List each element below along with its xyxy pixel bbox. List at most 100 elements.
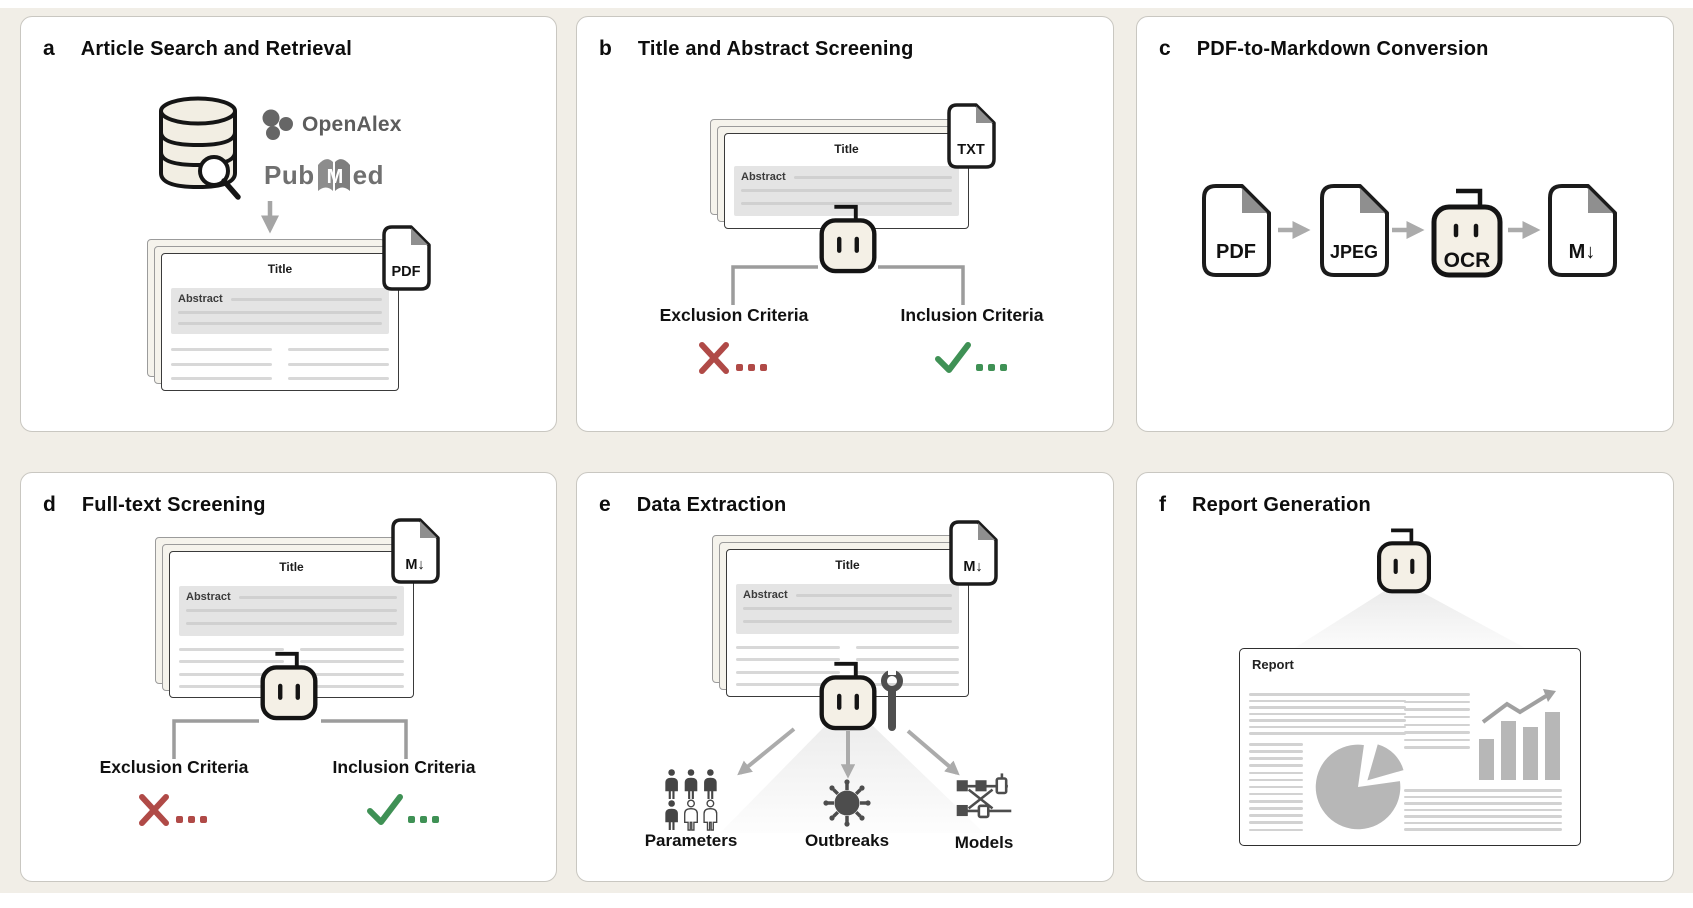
text-line bbox=[171, 377, 272, 380]
branch-bracket-lines bbox=[731, 265, 965, 305]
target-label-outbreaks: Outbreaks bbox=[804, 831, 890, 850]
document-title: Title bbox=[835, 558, 860, 572]
text-line bbox=[1249, 814, 1303, 817]
pubmed-logo: Pub M ed bbox=[264, 153, 384, 197]
report-label: Report bbox=[1252, 657, 1294, 672]
step-label: JPEG bbox=[1330, 242, 1378, 262]
panel-title: Article Search and Retrieval bbox=[80, 38, 352, 60]
text-line bbox=[1404, 723, 1470, 727]
text-column bbox=[288, 348, 389, 380]
text-line bbox=[1249, 743, 1303, 746]
text-line bbox=[186, 622, 397, 625]
panel-title: Data Extraction bbox=[636, 494, 787, 516]
text-line bbox=[1404, 808, 1562, 812]
abstract-label: Abstract bbox=[186, 591, 231, 603]
panel-pdf-to-markdown: c PDF-to-Markdown Conversion PDF JPEG OC… bbox=[1136, 16, 1674, 432]
text-line bbox=[179, 648, 284, 651]
text-line bbox=[1249, 778, 1303, 782]
text-column bbox=[179, 648, 284, 688]
abstract-lines bbox=[743, 607, 952, 623]
exclusion-mark bbox=[49, 791, 299, 827]
panel-title: PDF-to-Markdown Conversion bbox=[1196, 38, 1489, 60]
document-card: Title Abstract bbox=[726, 549, 969, 697]
body-columns bbox=[179, 648, 404, 688]
panel-title-abstract-screening: b Title and Abstract Screening Title Abs… bbox=[576, 16, 1114, 432]
branch-bracket-lines bbox=[172, 719, 408, 759]
report-text-lines bbox=[1404, 789, 1562, 831]
population-icon bbox=[665, 769, 718, 831]
text-column bbox=[299, 648, 404, 688]
text-line bbox=[1404, 731, 1470, 734]
target-label-models: Models bbox=[954, 833, 1014, 852]
document-title: Title bbox=[267, 262, 293, 276]
target-label-parameters: Parameters bbox=[644, 831, 738, 850]
robot-icon bbox=[1377, 528, 1431, 594]
text-line bbox=[179, 672, 284, 676]
text-line bbox=[743, 620, 952, 623]
report-text-lines bbox=[1249, 743, 1303, 831]
file-type-label: TXT bbox=[957, 142, 985, 158]
text-line bbox=[1249, 712, 1406, 716]
text-line bbox=[179, 660, 284, 664]
text-line bbox=[288, 377, 389, 380]
jpeg-file-icon: JPEG bbox=[1320, 184, 1389, 277]
text-line bbox=[238, 595, 397, 599]
text-line bbox=[1404, 715, 1470, 719]
abstract-label: Abstract bbox=[743, 589, 788, 601]
markdown-file-icon: M↓ bbox=[391, 518, 440, 584]
pubmed-label-m: M bbox=[326, 166, 343, 188]
document-card: Title Abstract bbox=[161, 253, 399, 391]
text-column bbox=[736, 646, 840, 686]
text-line bbox=[178, 322, 382, 325]
text-line bbox=[793, 175, 952, 179]
text-line bbox=[299, 648, 404, 651]
text-line bbox=[741, 189, 952, 192]
text-line bbox=[795, 593, 952, 597]
pdf-file-icon: PDF bbox=[1202, 184, 1271, 277]
x-mark-icon bbox=[139, 794, 207, 826]
text-line bbox=[1249, 807, 1303, 810]
text-line bbox=[299, 660, 404, 664]
text-line bbox=[741, 202, 952, 205]
text-line bbox=[1249, 800, 1303, 803]
arrow-right-icon bbox=[1508, 221, 1541, 239]
body-columns bbox=[736, 646, 959, 686]
arrow-right-icon bbox=[1392, 221, 1425, 239]
panel-data-extraction: e Data Extraction Title Abstract M↓ bbox=[576, 472, 1114, 882]
report-text-lines bbox=[1404, 693, 1470, 749]
text-line bbox=[1404, 738, 1470, 742]
text-column bbox=[171, 348, 272, 380]
text-line bbox=[1404, 802, 1562, 805]
report-text-lines bbox=[1249, 693, 1406, 735]
text-line bbox=[1249, 693, 1406, 696]
text-line bbox=[299, 684, 404, 688]
text-line bbox=[736, 646, 840, 649]
virus-icon bbox=[823, 779, 871, 827]
markdown-file-icon: M↓ bbox=[949, 520, 998, 586]
panel-fulltext-screening: d Full-text Screening Title Abstract M↓ bbox=[20, 472, 557, 882]
panel-c-header: c PDF-to-Markdown Conversion bbox=[1159, 37, 1489, 61]
text-line bbox=[1404, 815, 1562, 818]
file-type-label: PDF bbox=[392, 264, 421, 280]
step-label: PDF bbox=[1216, 241, 1256, 263]
text-line bbox=[736, 670, 840, 674]
text-line bbox=[1249, 828, 1303, 831]
panel-report-generation: f Report Generation Report bbox=[1136, 472, 1674, 882]
panel-letter: e bbox=[599, 493, 611, 516]
panel-title: Report Generation bbox=[1192, 494, 1371, 516]
check-mark-icon bbox=[367, 794, 439, 825]
inclusion-criteria-label: Inclusion Criteria bbox=[332, 757, 476, 777]
openalex-logo: OpenAlex bbox=[261, 109, 402, 141]
abstract-block: Abstract bbox=[736, 584, 959, 634]
abstract-lines bbox=[178, 311, 382, 325]
text-line bbox=[1249, 732, 1406, 735]
markdown-file-icon: M↓ bbox=[1548, 184, 1617, 277]
panel-d-header: d Full-text Screening bbox=[43, 493, 266, 517]
pubmed-book-icon: M bbox=[317, 159, 350, 191]
text-line bbox=[1249, 757, 1303, 760]
wrench-icon bbox=[881, 669, 903, 731]
text-line bbox=[1404, 693, 1470, 696]
robot-icon bbox=[819, 661, 877, 731]
text-line bbox=[1249, 792, 1303, 796]
openalex-label: OpenAlex bbox=[302, 113, 402, 136]
